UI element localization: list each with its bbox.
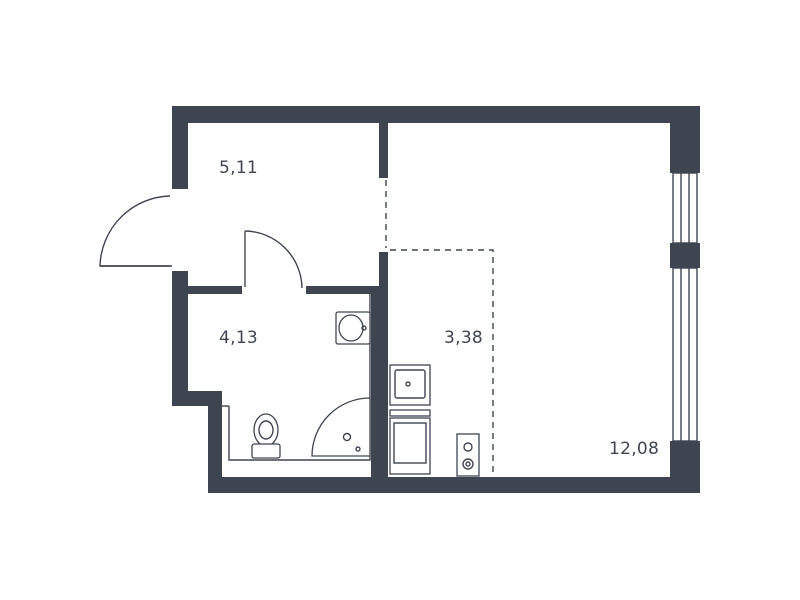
wall-left-upper [172, 106, 188, 189]
exterior-walls [172, 106, 700, 493]
zone-boundaries [385, 180, 494, 477]
stove [389, 417, 431, 475]
toilet [251, 413, 281, 459]
interior-walls [188, 123, 388, 477]
wall-bottom [208, 477, 700, 493]
windows [672, 172, 698, 442]
kitchen-fixtures [389, 364, 480, 477]
bathroom-fixtures [251, 311, 371, 459]
wall-left-bottom [208, 391, 222, 493]
wall-left-lower [172, 271, 188, 406]
washbasin [335, 311, 371, 345]
bath-wall-left [188, 286, 242, 294]
kitchen-sink [389, 364, 431, 406]
counter-divider [389, 409, 431, 417]
entrance-door-swing [99, 195, 171, 267]
window-lower [672, 267, 698, 442]
bath-door-swing [244, 230, 303, 289]
partition-upper [379, 123, 388, 178]
living-area: 12,08 [609, 439, 660, 459]
window-upper [672, 172, 698, 244]
washing-machine [456, 433, 480, 477]
bathroom-outline [222, 294, 371, 461]
bath-wall-right [306, 286, 379, 294]
bath-inner-line [228, 294, 371, 461]
wall-right-middle [670, 243, 700, 268]
wall-top [172, 106, 700, 123]
partition-lower [379, 252, 388, 477]
wall-right-bottom [670, 441, 700, 493]
bath-wall-side [371, 294, 379, 477]
shower [311, 397, 371, 457]
hallway-area: 5,11 [219, 158, 259, 178]
kitchen-zone-line [390, 249, 494, 477]
kitchen-area: 3,38 [444, 328, 484, 348]
bathroom-area: 4,13 [219, 328, 259, 348]
doors [99, 195, 303, 289]
wall-right-top [670, 106, 700, 173]
